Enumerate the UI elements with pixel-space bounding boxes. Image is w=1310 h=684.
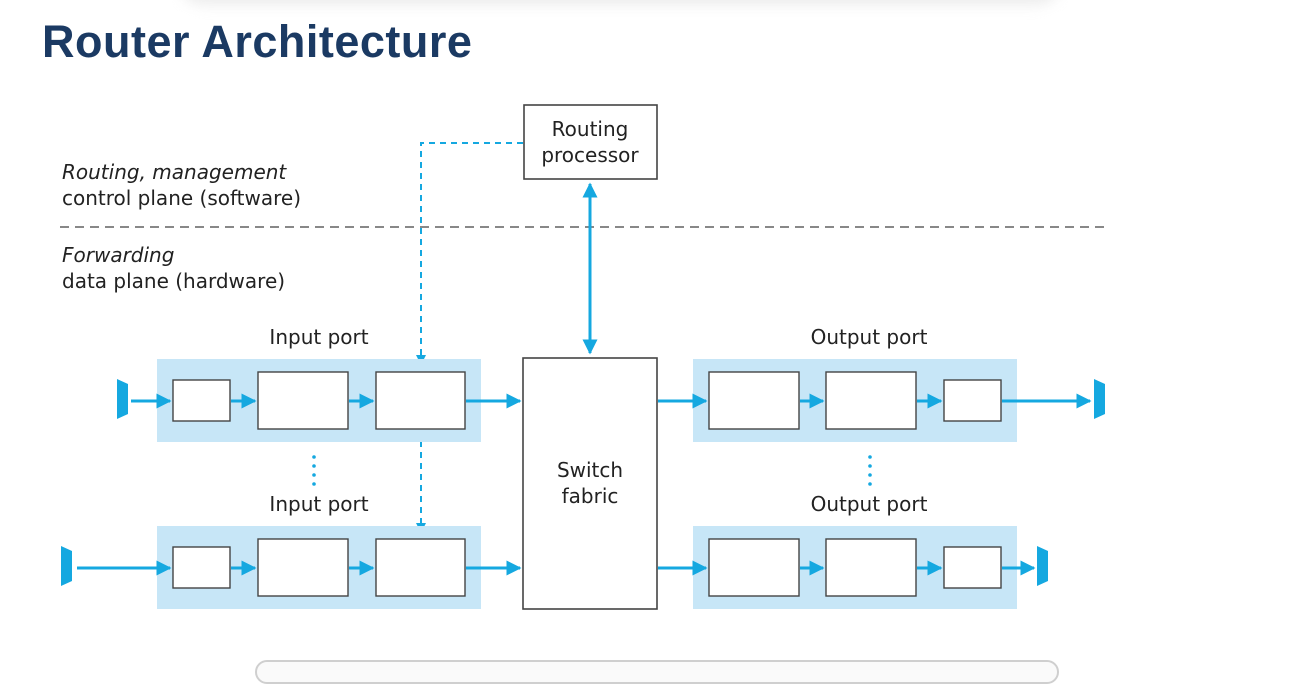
- input-top-stage-3: [375, 371, 466, 430]
- routing-processor-label-line1: Routing: [552, 117, 629, 141]
- input-bottom-stage-3: [375, 538, 466, 597]
- output-top-stage-1: [708, 371, 800, 430]
- input-link-top-icon: [117, 379, 128, 419]
- output-bottom-stage-2: [825, 538, 917, 597]
- control-plane-label-line1: Routing, management: [62, 160, 287, 184]
- routing-processor-box: [523, 104, 658, 180]
- data-plane-label-line2: data plane (hardware): [62, 269, 285, 293]
- output-top-stage-3: [943, 379, 1002, 422]
- switch-fabric-label-line1: Switch: [557, 458, 623, 482]
- data-plane-label-line1: Forwarding: [62, 243, 174, 267]
- input-bottom-stage-2: [257, 538, 349, 597]
- control-plane-label-line2: control plane (software): [62, 186, 301, 210]
- control-path-top: [416, 142, 523, 365]
- router-diagram: Routing, management control plane (softw…: [60, 104, 1110, 610]
- input-top-stage-1: [172, 379, 231, 422]
- input-ellipsis-icon: [312, 455, 316, 486]
- input-port-bottom-label: Input port: [269, 492, 368, 516]
- switch-fabric-label-line2: fabric: [562, 484, 619, 508]
- bottom-shadow: [255, 660, 1059, 684]
- output-link-top-icon: [1094, 379, 1105, 419]
- output-port-top-label: Output port: [811, 325, 928, 349]
- input-link-bottom-icon: [61, 546, 72, 586]
- top-shadow: [180, 0, 1060, 4]
- routing-processor-label-line2: processor: [541, 143, 639, 167]
- input-port-top-label: Input port: [269, 325, 368, 349]
- input-top-stage-2: [257, 371, 349, 430]
- output-port-bottom-label: Output port: [811, 492, 928, 516]
- output-bottom-stage-1: [708, 538, 800, 597]
- output-link-bottom-icon: [1037, 546, 1048, 586]
- input-bottom-stage-1: [172, 546, 231, 589]
- output-top-stage-2: [825, 371, 917, 430]
- switch-fabric-box: [522, 357, 658, 610]
- output-ellipsis-icon: [868, 455, 872, 486]
- output-bottom-stage-3: [943, 546, 1002, 589]
- slide-title: Router Architecture: [42, 16, 473, 67]
